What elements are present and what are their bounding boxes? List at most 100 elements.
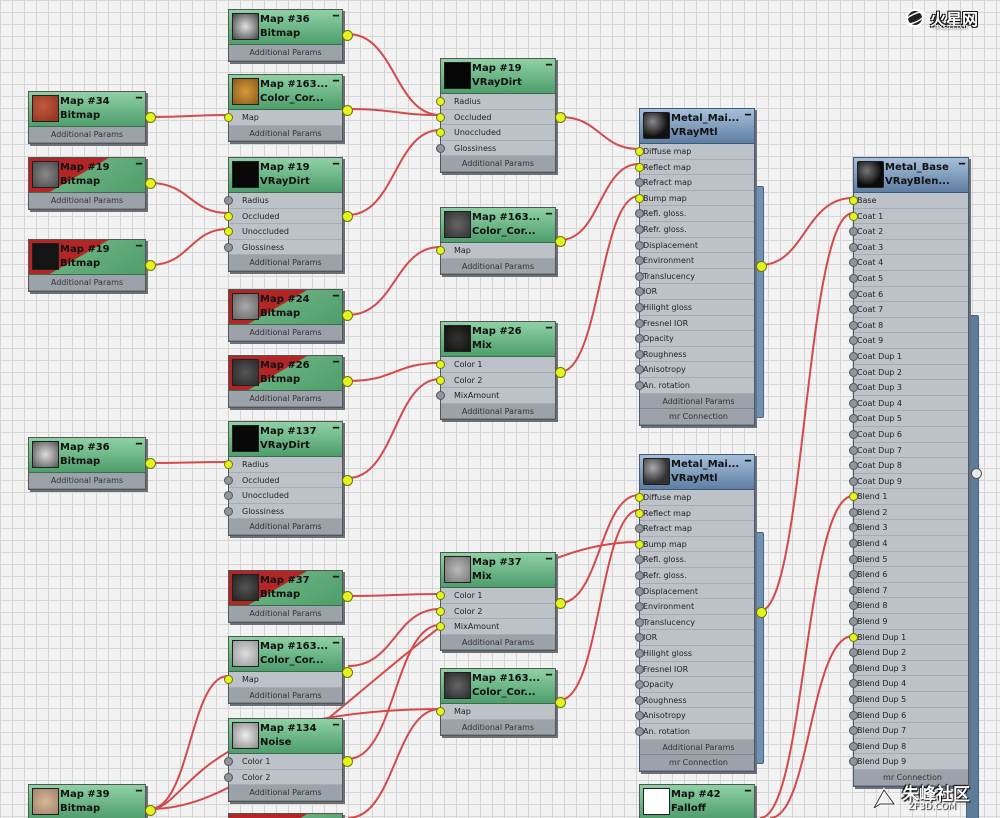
input-socket[interactable] xyxy=(224,757,233,766)
socket-row[interactable]: Reflect map xyxy=(635,160,754,176)
socket-row[interactable]: Hilight gloss xyxy=(635,646,754,662)
node-map-163-color-correction[interactable]: Map #163... Color_Cor... ━ Map Additiona… xyxy=(436,207,566,276)
node-header[interactable] xyxy=(229,814,342,818)
socket-row[interactable]: Blend 9 xyxy=(849,614,968,630)
node-map-26-bitmap[interactable]: Map #26 Bitmap ━ Additional Params xyxy=(228,355,353,408)
input-socket[interactable] xyxy=(224,491,233,501)
input-socket[interactable] xyxy=(224,196,233,205)
rollout-mr-connection[interactable]: mr Connection xyxy=(640,755,754,771)
input-socket[interactable] xyxy=(436,143,445,153)
minimize-icon[interactable]: ━ xyxy=(958,159,965,170)
socket-row[interactable]: Diffuse map xyxy=(635,144,754,160)
input-socket[interactable] xyxy=(224,772,233,782)
output-socket[interactable] xyxy=(342,310,353,321)
input-socket[interactable] xyxy=(635,349,644,359)
output-socket[interactable] xyxy=(342,475,353,486)
input-socket[interactable] xyxy=(849,741,858,751)
minimize-icon[interactable]: ━ xyxy=(545,209,552,220)
input-socket[interactable] xyxy=(849,445,858,455)
input-socket[interactable] xyxy=(635,193,644,203)
minimize-icon[interactable]: ━ xyxy=(332,291,339,302)
input-socket[interactable] xyxy=(635,318,644,328)
socket-row[interactable]: Base xyxy=(849,193,968,209)
output-socket[interactable] xyxy=(342,376,353,387)
input-socket[interactable] xyxy=(224,675,233,684)
input-socket[interactable] xyxy=(849,679,858,689)
minimize-icon[interactable]: ━ xyxy=(135,241,142,252)
socket-row[interactable]: Blend Dup 8 xyxy=(849,739,968,755)
socket-row[interactable]: Displacement xyxy=(635,238,754,254)
socket-row-glossiness[interactable]: Glossiness xyxy=(224,504,342,520)
socket-row[interactable]: Refract map xyxy=(635,521,754,537)
input-socket[interactable] xyxy=(849,351,858,361)
input-socket[interactable] xyxy=(849,507,858,517)
output-socket[interactable] xyxy=(555,697,566,708)
socket-row-unoccluded[interactable]: Unoccluded xyxy=(436,125,555,141)
socket-row-color-2[interactable]: Color 2 xyxy=(224,770,342,786)
node-map-39-bitmap[interactable]: Map #39 Bitmap ━ xyxy=(28,784,156,818)
socket-row[interactable]: Blend 5 xyxy=(849,552,968,568)
input-socket[interactable] xyxy=(635,178,644,188)
socket-row[interactable]: Refract map xyxy=(635,175,754,191)
node-map-163-color-correction[interactable]: Map #163... Color_Cor... ━ Map Additiona… xyxy=(224,636,353,705)
rollout-additional-params[interactable]: Additional Params xyxy=(441,403,555,420)
input-socket[interactable] xyxy=(849,227,858,237)
socket-row-mix-amount[interactable]: MixAmount xyxy=(436,619,555,635)
input-socket[interactable] xyxy=(436,112,445,122)
output-socket[interactable] xyxy=(342,667,353,678)
input-socket[interactable] xyxy=(224,506,233,516)
output-socket[interactable] xyxy=(145,260,156,271)
input-socket[interactable] xyxy=(436,128,445,138)
node-map-19-vraydirt[interactable]: Map #19 VRayDirt ━ Radius Occluded Unocc… xyxy=(436,58,566,173)
socket-row[interactable]: Coat Dup 2 xyxy=(849,365,968,381)
input-socket[interactable] xyxy=(849,476,858,486)
socket-row[interactable]: Coat 5 xyxy=(849,271,968,287)
node-header[interactable]: Map #26 Bitmap ━ xyxy=(229,356,342,391)
node-map-36-bitmap[interactable]: Map #36 Bitmap ━ Additional Params xyxy=(228,9,353,62)
input-socket[interactable] xyxy=(224,475,233,485)
socket-row-map[interactable]: Map xyxy=(436,704,555,720)
output-socket[interactable] xyxy=(145,458,156,469)
minimize-icon[interactable]: ━ xyxy=(332,159,339,170)
input-socket[interactable] xyxy=(849,663,858,673)
input-socket[interactable] xyxy=(635,524,644,534)
input-socket[interactable] xyxy=(635,147,644,156)
rollout-mr-connection[interactable]: mr Connection xyxy=(854,769,968,786)
minimize-icon[interactable]: ━ xyxy=(545,60,552,71)
socket-row[interactable]: Roughness xyxy=(635,347,754,363)
node-metal-main-vraymtl[interactable]: Metal_Mai... VRayMtl ━ Diffuse map Refle… xyxy=(635,454,767,772)
input-socket[interactable] xyxy=(849,289,858,299)
socket-row[interactable]: Coat Dup 9 xyxy=(849,474,968,490)
rollout-additional-params[interactable]: Additional Params xyxy=(229,255,342,271)
socket-row[interactable]: Blend 6 xyxy=(849,567,968,583)
node-header[interactable]: Map #34 Bitmap ━ xyxy=(29,92,145,127)
socket-row-radius[interactable]: Radius xyxy=(224,457,342,473)
rollout-additional-params[interactable]: Additional Params xyxy=(29,473,145,489)
output-socket[interactable] xyxy=(971,468,982,479)
node-map-137-vraydirt[interactable]: Map #137 VRayDirt ━ Radius Occluded Unoc… xyxy=(224,421,353,536)
minimize-icon[interactable]: ━ xyxy=(332,357,339,368)
node-map-19-bitmap[interactable]: Map #19 Bitmap ━ Additional Params xyxy=(28,157,156,210)
socket-row[interactable]: Coat 8 xyxy=(849,318,968,334)
input-socket[interactable] xyxy=(635,664,644,674)
input-socket[interactable] xyxy=(635,240,644,250)
socket-row[interactable]: Coat 4 xyxy=(849,255,968,271)
socket-row-occluded[interactable]: Occluded xyxy=(224,209,342,225)
socket-row-color-1[interactable]: Color 1 xyxy=(436,588,555,604)
socket-row-map[interactable]: Map xyxy=(224,110,342,126)
socket-row[interactable]: Coat 3 xyxy=(849,240,968,256)
output-socket[interactable] xyxy=(342,591,353,602)
rollout-additional-params[interactable]: Additional Params xyxy=(640,393,754,410)
rollout-additional-params[interactable]: Additional Params xyxy=(29,275,145,291)
socket-row-color-2[interactable]: Color 2 xyxy=(436,604,555,620)
socket-row[interactable]: Refl. gloss. xyxy=(635,552,754,568)
rollout-additional-params[interactable]: Additional Params xyxy=(29,127,145,143)
minimize-icon[interactable]: ━ xyxy=(545,670,552,681)
minimize-icon[interactable]: ━ xyxy=(332,76,339,87)
socket-row[interactable]: Environment xyxy=(635,599,754,615)
input-socket[interactable] xyxy=(635,380,644,390)
socket-row[interactable]: Blend 8 xyxy=(849,598,968,615)
socket-row-color-1[interactable]: Color 1 xyxy=(224,754,342,770)
socket-row[interactable]: Environment xyxy=(635,253,754,269)
